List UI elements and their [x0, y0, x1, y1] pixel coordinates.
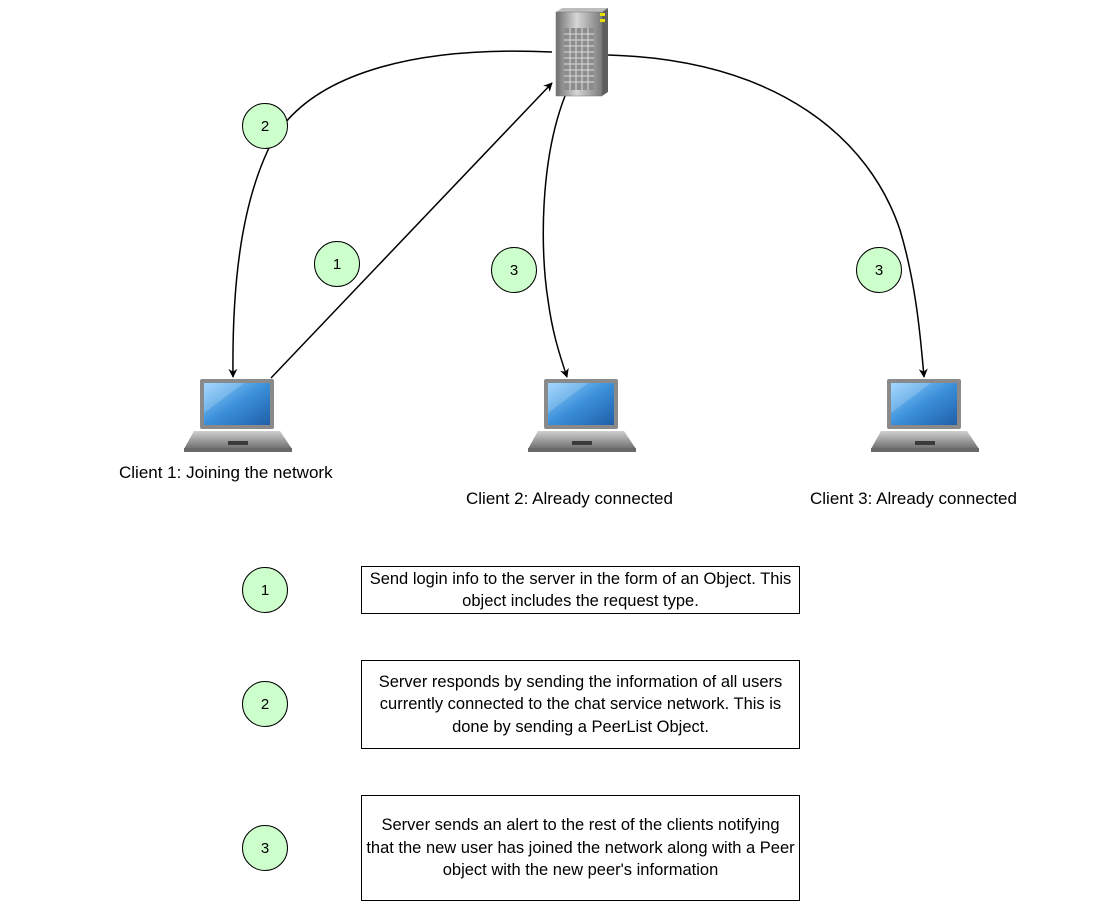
legend-badge-1: 1	[242, 567, 288, 613]
legend-note-2: Server responds by sending the informati…	[361, 660, 800, 749]
step-badge-3-client2: 3	[491, 247, 537, 293]
client2-label: Client 2: Already connected	[466, 489, 673, 508]
client1-label: Client 1: Joining the network	[119, 463, 333, 482]
laptop-icon	[528, 379, 636, 452]
laptop-icon	[871, 379, 979, 452]
legend-badge-2: 2	[242, 681, 288, 727]
legend-note-1: Send login info to the server in the for…	[361, 566, 800, 614]
arrow-client1-to-server	[270, 82, 553, 379]
arrow-server-to-client3	[607, 54, 928, 378]
step-badge-1: 1	[314, 241, 360, 287]
arrow-server-to-client1	[228, 50, 553, 378]
server-tower-icon	[555, 8, 608, 97]
step-badge-3-client3: 3	[856, 247, 902, 293]
client3-label: Client 3: Already connected	[810, 489, 1017, 508]
legend-badge-3: 3	[242, 825, 288, 871]
step-badge-2: 2	[242, 103, 288, 149]
arrow-server-to-client2	[542, 95, 569, 378]
legend-note-3: Server sends an alert to the rest of the…	[361, 795, 800, 901]
laptop-icon	[184, 379, 292, 452]
